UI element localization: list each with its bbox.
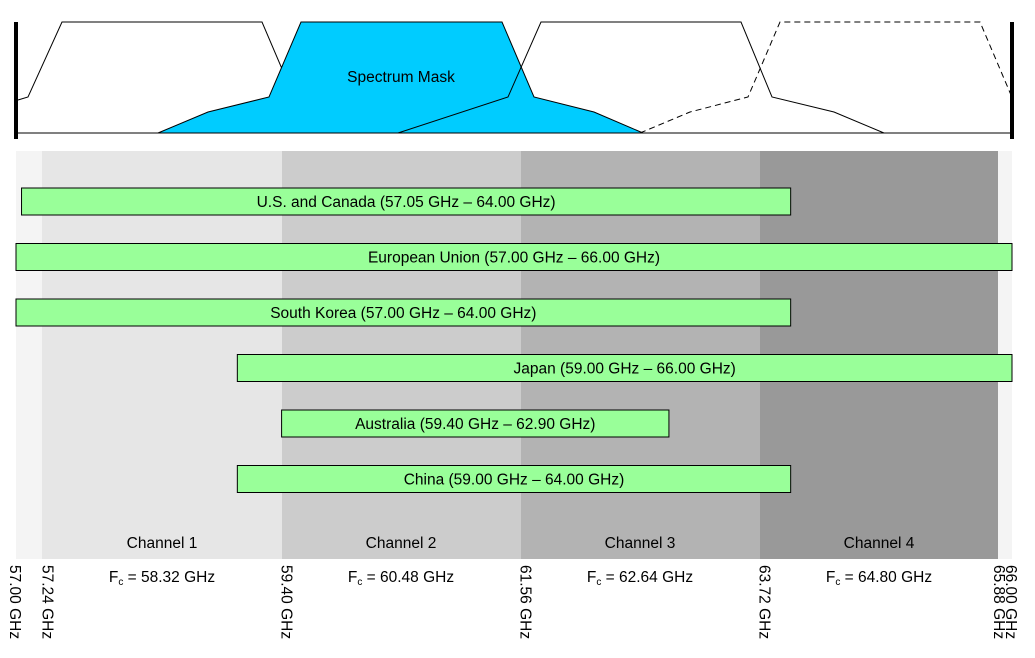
frequency-axis-labels: 57.00 GHz 57.24 GHz 59.40 GHz 61.56 GHz 63.7… <box>6 565 1019 639</box>
channel-1-label: Channel 1 <box>127 535 198 552</box>
region-bar-rect <box>281 409 670 438</box>
region-label: China (59.00 GHz – 64.00 GHz) <box>404 472 625 489</box>
left-band-edge-bar <box>14 22 18 139</box>
spectrum-mask-label: Spectrum Mask <box>347 69 455 86</box>
frequency-tick-label: 59.40 GHz <box>278 565 295 639</box>
mask-channel-4 <box>639 21 1012 134</box>
region-bar: Japan (59.00 GHz – 66.00 GHz) <box>236 354 1013 382</box>
region-bar-rect <box>15 243 1013 271</box>
region-bar-rect <box>15 298 792 327</box>
region-bar-rect <box>236 465 792 493</box>
frequency-tick-label: 57.24 GHz <box>39 565 56 639</box>
frequency-tick-label: 57.00 GHz <box>6 565 23 639</box>
channel-4-label: Channel 4 <box>844 535 915 552</box>
frequency-tick-label: 66.00 GHz <box>1002 565 1019 639</box>
regulatory-regions: U.S. and Canada (57.05 GHz – 64.00 GHz) E… <box>15 187 1013 493</box>
mask-channel-3 <box>397 21 885 134</box>
region-bar-rect <box>236 354 1013 382</box>
region-bar: South Korea (57.00 GHz – 64.00 GHz) <box>15 298 792 327</box>
frequency-tick-label: 61.56 GHz <box>517 565 534 639</box>
region-label: Australia (59.40 GHz – 62.90 GHz) <box>355 416 595 433</box>
frequency-tick-label: 65.88 GHz <box>990 565 1007 639</box>
frequency-tick-label: 63.72 GHz <box>756 565 773 639</box>
channel-4-fc: Fc = 64.80 GHz <box>826 569 932 588</box>
center-frequencies: Fc = 58.32 GHz Fc = 60.48 GHz Fc = 62.64… <box>109 569 932 588</box>
spectrum-mask-section: Spectrum Mask <box>14 21 1014 139</box>
region-label: U.S. and Canada (57.05 GHz – 64.00 GHz) <box>257 194 556 211</box>
channel-2-label: Channel 2 <box>366 535 437 552</box>
region-bar-rect <box>21 187 792 216</box>
guard-band-left <box>16 151 42 559</box>
region-bar: European Union (57.00 GHz – 66.00 GHz) <box>15 243 1013 271</box>
channel-1-fc: Fc = 58.32 GHz <box>109 569 215 588</box>
region-bar: China (59.00 GHz – 64.00 GHz) <box>236 465 792 493</box>
right-band-edge-bar <box>1010 22 1014 139</box>
region-bar: U.S. and Canada (57.05 GHz – 64.00 GHz) <box>21 187 792 216</box>
region-label: European Union (57.00 GHz – 66.00 GHz) <box>368 250 660 267</box>
channel-3-fc: Fc = 62.64 GHz <box>587 569 693 588</box>
region-label: South Korea (57.00 GHz – 64.00 GHz) <box>270 305 536 322</box>
channel-2-fc: Fc = 60.48 GHz <box>348 569 454 588</box>
channel-3-label: Channel 3 <box>605 535 676 552</box>
mask-channel-2 <box>157 21 644 134</box>
region-bar: Australia (59.40 GHz – 62.90 GHz) <box>281 409 670 438</box>
region-label: Japan (59.00 GHz – 66.00 GHz) <box>514 361 736 378</box>
